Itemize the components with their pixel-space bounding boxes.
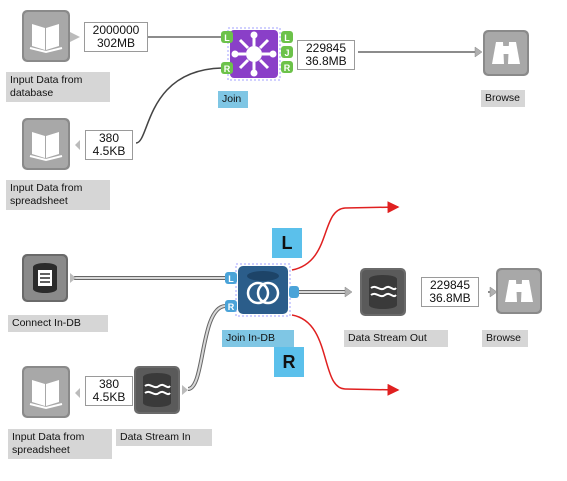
join-indb-anchor-r[interactable]: R	[228, 302, 235, 312]
tool-label-input-ss-bottom[interactable]: Input Data from spreadsheet	[8, 429, 112, 459]
record-size: 36.8MB	[305, 54, 347, 68]
data-stream-out-tool[interactable]	[360, 268, 406, 316]
record-count-badge-join: 229845 36.8MB	[297, 40, 355, 70]
record-count-badge-ss: 380 4.5KB	[85, 130, 133, 160]
join-anchor-r-out[interactable]: R	[284, 63, 291, 73]
record-count-badge-db: 2000000 302MB	[84, 22, 148, 52]
record-count: 2000000	[92, 23, 140, 37]
record-size: 36.8MB	[429, 291, 471, 305]
connection-streamin-to-joinindb[interactable]	[187, 304, 226, 391]
record-count-badge-streamout: 229845 36.8MB	[421, 277, 479, 307]
input-data-ss-bottom-tool[interactable]	[22, 366, 80, 418]
tool-label-browse-bottom[interactable]: Browse	[482, 330, 528, 347]
record-count: 229845	[305, 41, 347, 55]
tool-label-connect-indb[interactable]: Connect In-DB	[8, 315, 108, 332]
browse-tool-top[interactable]	[483, 30, 529, 76]
join-indb-tool[interactable]	[235, 263, 291, 317]
red-arrows	[291, 201, 400, 396]
record-size: 302MB	[96, 36, 136, 50]
tool-label-join[interactable]: Join	[218, 91, 248, 108]
record-size: 4.5KB	[92, 144, 126, 158]
record-size: 4.5KB	[92, 390, 126, 404]
tool-label-data-stream-out[interactable]: Data Stream Out	[344, 330, 448, 347]
join-tool[interactable]	[227, 27, 281, 81]
browse-tool-bottom[interactable]	[496, 268, 542, 314]
record-count: 380	[98, 131, 120, 145]
tool-label-input-ss[interactable]: Input Data from spreadsheet	[6, 180, 110, 210]
input-data-db-tool[interactable]	[22, 10, 80, 62]
input-data-ss-tool[interactable]	[22, 118, 80, 170]
join-indb-output-anchor[interactable]	[289, 286, 299, 298]
connect-indb-tool[interactable]	[22, 254, 76, 302]
record-count: 229845	[429, 278, 471, 292]
record-count: 380	[98, 377, 120, 391]
join-anchor-j-out[interactable]: J	[284, 48, 289, 58]
tool-label-join-indb[interactable]: Join In-DB	[222, 330, 294, 347]
join-anchor-l[interactable]: L	[224, 33, 230, 43]
tool-label-browse-top[interactable]: Browse	[481, 90, 525, 107]
join-anchor-r-in[interactable]: R	[224, 64, 231, 74]
join-anchor-l-out[interactable]: L	[284, 33, 290, 43]
red-arrow-down	[291, 314, 400, 396]
join-anchors: L R L J R	[221, 31, 293, 74]
callout-r: R	[274, 347, 304, 377]
tool-label-input-db[interactable]: Input Data from database	[6, 72, 110, 102]
tool-label-data-stream-in[interactable]: Data Stream In	[116, 429, 212, 446]
data-stream-in-tool[interactable]	[134, 366, 188, 414]
red-arrow-up	[291, 201, 400, 271]
join-indb-anchor-l[interactable]: L	[228, 274, 234, 284]
record-count-badge-ss-bottom: 380 4.5KB	[85, 376, 133, 406]
bottom-connections	[74, 276, 498, 391]
callout-l: L	[272, 228, 302, 258]
connection-ss-to-join[interactable]	[135, 67, 223, 144]
join-indb-anchors: L R	[225, 272, 299, 312]
